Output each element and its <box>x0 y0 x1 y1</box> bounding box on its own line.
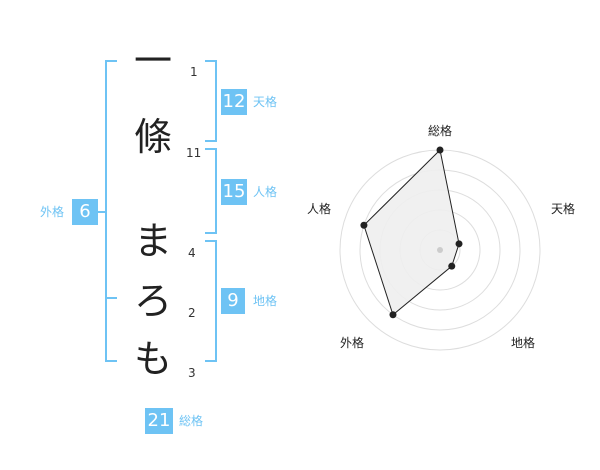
gaikaku-score: 6 <box>72 199 98 225</box>
jinkaku-score: 15 <box>221 179 247 205</box>
gaikaku-bracket-stub <box>97 211 105 213</box>
radar-point-4 <box>389 311 397 319</box>
radar-point-1 <box>436 146 444 154</box>
chikaku-label: 地格 <box>253 294 278 308</box>
stroke-count-5: 3 <box>188 366 196 380</box>
gaikaku-label: 外格 <box>40 205 65 219</box>
radar-series-polygon <box>363 148 460 316</box>
stroke-count-4: 2 <box>188 306 196 320</box>
radar-axis-label-chikaku: 地格 <box>511 336 536 350</box>
stroke-count-1: 1 <box>190 65 198 79</box>
name-char-5: も <box>133 337 172 381</box>
radar-axis-label-soukaku: 総格 <box>428 124 453 138</box>
tenkaku-bracket <box>205 60 217 142</box>
tenkaku-label: 天格 <box>253 95 278 109</box>
radar-point-3 <box>448 262 456 270</box>
radar-point-2 <box>455 240 463 248</box>
radar-axis-label-tenkaku: 天格 <box>551 202 576 216</box>
radar-axis-label-jinkaku: 人格 <box>307 202 332 216</box>
radar-axis-label-gaikaku: 外格 <box>340 336 365 350</box>
radar-center-dot <box>437 247 443 253</box>
jinkaku-bracket <box>205 148 217 234</box>
jinkaku-label: 人格 <box>253 185 278 199</box>
name-char-1: 一 <box>133 39 172 83</box>
name-char-3: ま <box>133 219 172 263</box>
name-char-4: ろ <box>133 279 172 323</box>
stroke-count-2: 11 <box>186 146 202 160</box>
stroke-count-3: 4 <box>188 246 196 260</box>
tenkaku-score: 12 <box>221 89 247 115</box>
gaikaku-bracket-tick <box>105 297 117 299</box>
chikaku-score: 9 <box>221 288 245 314</box>
name-char-2: 條 <box>133 115 172 159</box>
soukaku-label: 総格 <box>179 414 204 428</box>
radar-point-5 <box>360 221 368 229</box>
chikaku-bracket <box>205 240 217 362</box>
gaikaku-bracket <box>105 60 117 362</box>
soukaku-score: 21 <box>145 408 173 434</box>
